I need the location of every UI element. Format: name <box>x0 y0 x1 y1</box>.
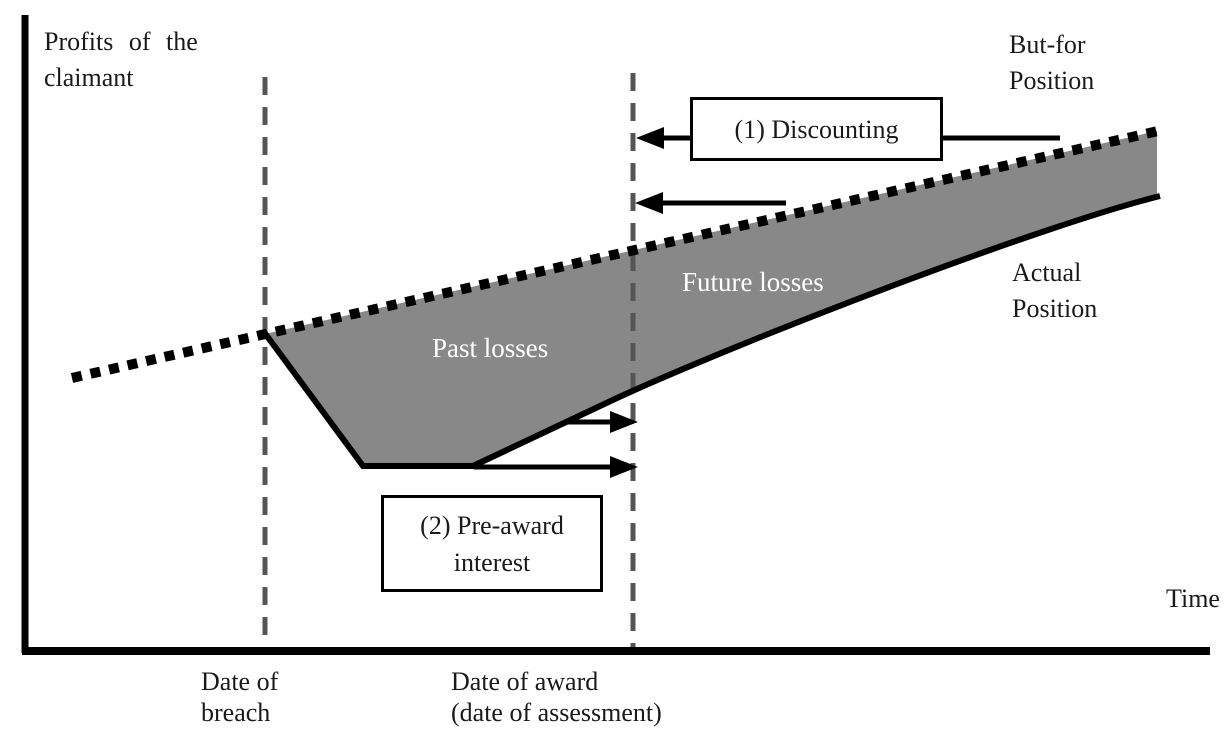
losses-shaded-region <box>265 131 1157 466</box>
actual-position-label: Actual Position <box>1012 258 1098 323</box>
tick-label-date-of-award: Date of award (date of assessment) <box>451 667 662 727</box>
discounting-arrow-lower-head-icon <box>635 192 663 214</box>
but-for-position-label: But-for Position <box>1009 30 1095 95</box>
pre-award-arrow-upper-head-icon <box>610 411 638 433</box>
pre-award-interest-annotation-label: (2) Pre-award interest <box>420 510 564 577</box>
discounting-annotation-box: (1) Discounting <box>690 97 943 161</box>
past-losses-label: Past losses <box>432 333 549 363</box>
but-for-position-dotted-line <box>70 126 1160 383</box>
discounting-arrow-left-head-icon <box>636 127 664 149</box>
future-losses-label: Future losses <box>682 267 824 297</box>
actual-position-solid-line <box>261 193 1161 469</box>
discounting-annotation-label: (1) Discounting <box>734 114 899 144</box>
pre-award-arrow-lower-head-icon <box>610 456 638 478</box>
x-axis-label: Time <box>1166 584 1220 613</box>
pre-award-interest-annotation-box: (2) Pre-award interest <box>381 495 603 592</box>
tick-label-date-of-breach: Date of breach <box>201 667 279 727</box>
y-axis-label: Profits of the claimant <box>44 27 198 92</box>
